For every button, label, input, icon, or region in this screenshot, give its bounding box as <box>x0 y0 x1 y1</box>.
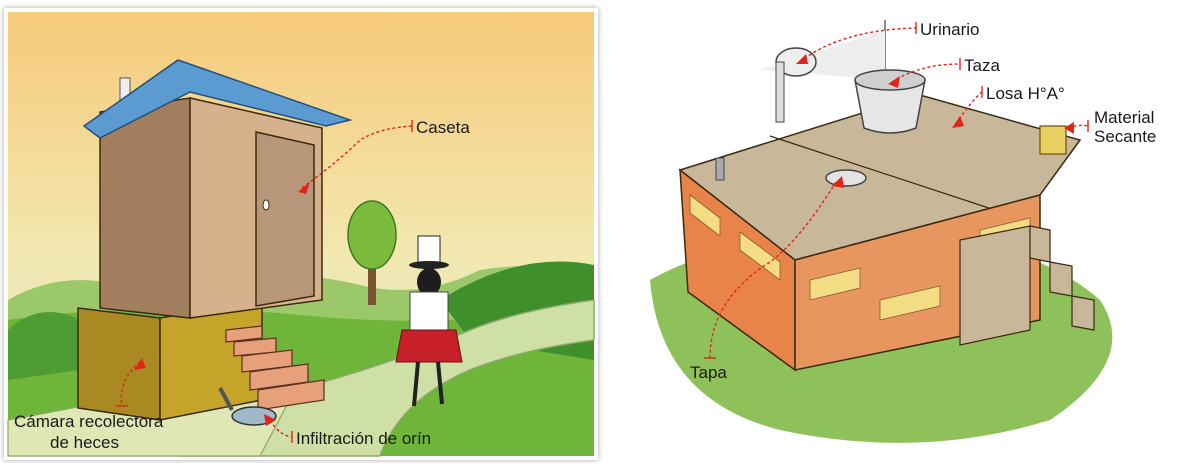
vent-pipe-stub <box>715 157 725 181</box>
losa-leader <box>955 91 983 125</box>
urinal-pipe <box>775 61 785 123</box>
left-bushes <box>8 312 80 380</box>
toilet-rim <box>854 69 926 91</box>
chamber-front <box>77 307 161 421</box>
drying-material-bucket <box>1039 125 1067 155</box>
urinario-arrow <box>796 54 808 64</box>
camara-arrow <box>134 358 146 370</box>
cabin-roof <box>82 59 353 139</box>
urinario-leader <box>799 27 917 63</box>
label-urinario: Urinario <box>920 20 980 39</box>
losa-arrow <box>952 116 964 128</box>
tree-crown <box>347 200 397 270</box>
taza-arrow <box>888 76 900 88</box>
label-material-line2: Secante <box>1094 127 1156 146</box>
chamber-lid <box>825 169 867 187</box>
person-figure <box>395 235 463 407</box>
material-arrow <box>1064 122 1074 134</box>
tapa-arrow <box>832 176 844 188</box>
cabin-door <box>255 131 315 307</box>
label-material-line1: Material <box>1094 108 1154 127</box>
caseta-leader <box>301 125 413 189</box>
side-stairs <box>959 225 1095 346</box>
brick-highlights <box>689 194 1031 321</box>
label-tapa: Tapa <box>690 363 727 382</box>
latrine-scene-illustration: Caseta Cámara recolectora de heces Infil… <box>4 8 598 460</box>
infiltration-pit <box>231 406 277 426</box>
caseta-arrow <box>298 182 310 194</box>
label-taza: Taza <box>964 56 1000 75</box>
tapa-leader <box>709 181 837 359</box>
urine-pipe <box>218 387 234 411</box>
chamber-stairs <box>225 325 325 411</box>
latrine-scene-svg: Caseta Cámara recolectora de heces Infil… <box>4 8 598 460</box>
label-caseta: Caseta <box>416 118 470 137</box>
slab-seam <box>769 135 1011 216</box>
label-losa: Losa H°A° <box>986 84 1065 103</box>
label-infiltracion: Infiltración de orín <box>296 429 431 448</box>
toilet-structure-svg: Urinario Taza Losa H°A° Material Secante… <box>650 20 1156 443</box>
camara-leader <box>120 361 141 407</box>
label-camara-line1: Cámara recolectora <box>14 412 164 431</box>
toilet-structure-illustration: Urinario Taza Losa H°A° Material Secante… <box>620 0 1185 463</box>
label-camara-line2: de heces <box>50 433 119 452</box>
infiltracion-arrow <box>264 414 276 426</box>
door-handle <box>262 199 270 211</box>
tree-trunk <box>368 250 376 305</box>
